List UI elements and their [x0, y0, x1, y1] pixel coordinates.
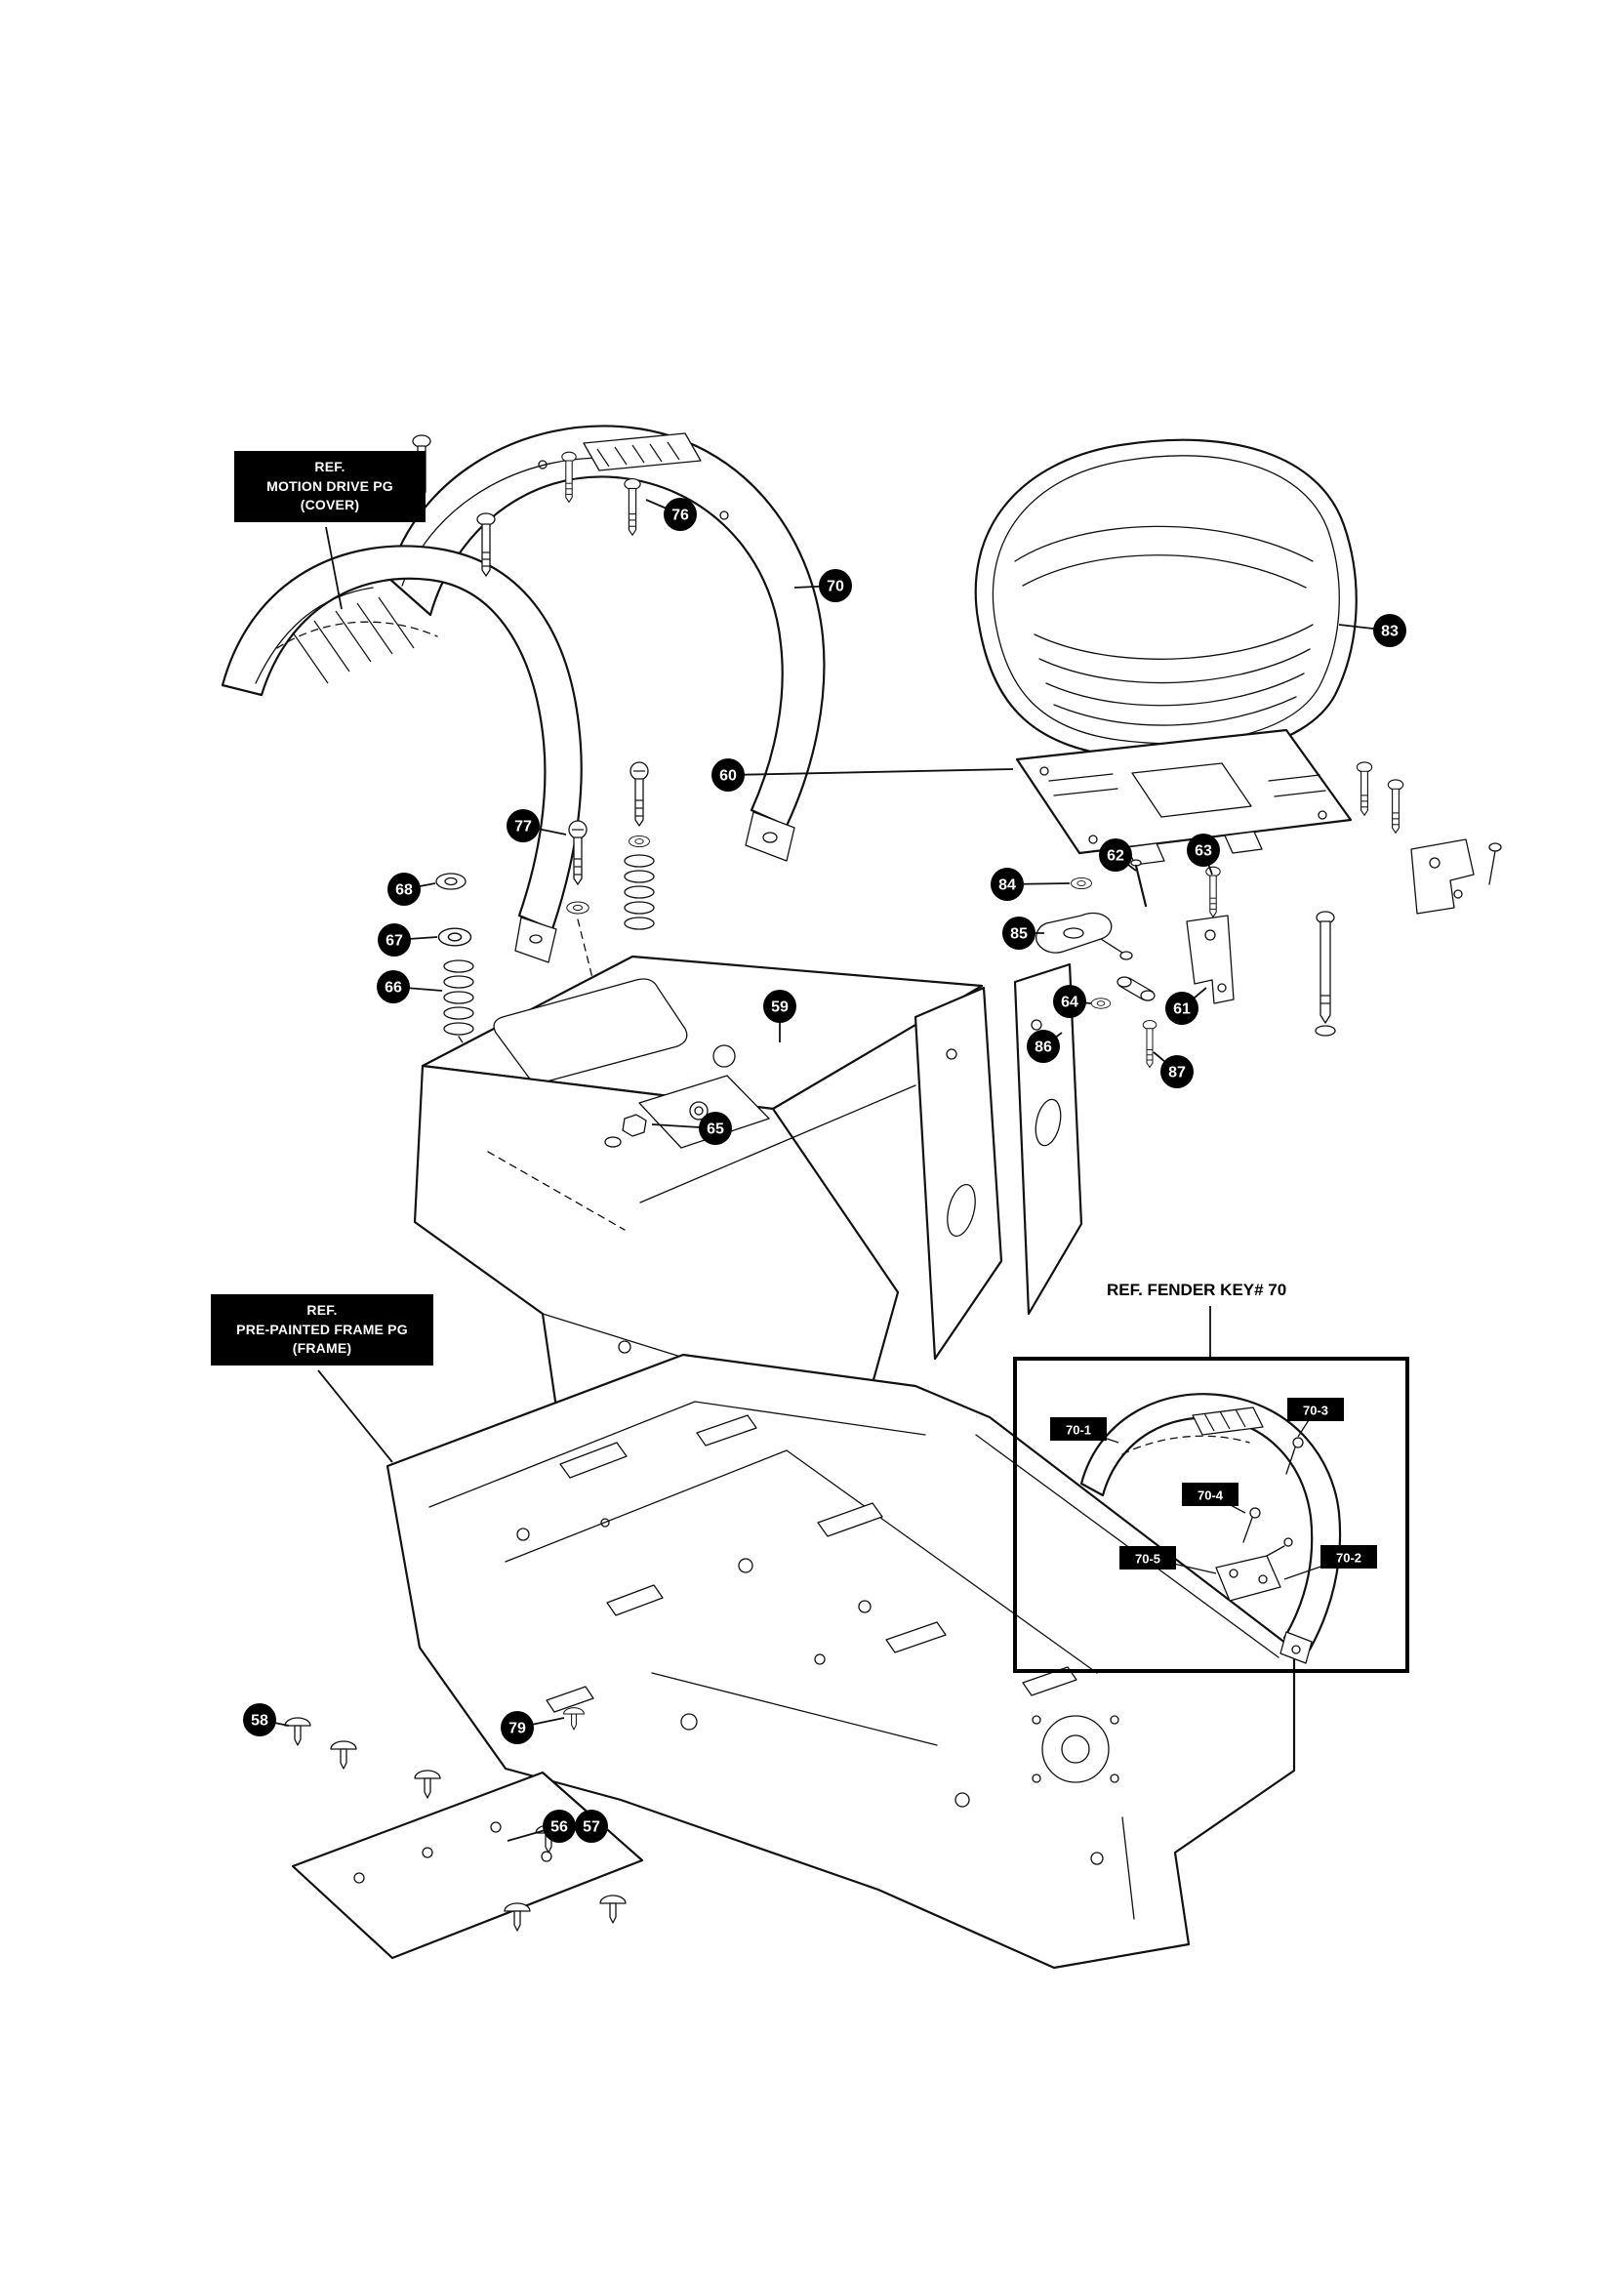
seat — [974, 438, 1358, 760]
callout-70: 70 — [793, 569, 852, 602]
callout-layer: 76 70 83 60 77 62 63 84 68 85 67 66 59 64 61 86 87 65 58 79… — [243, 498, 1406, 1843]
callout-number: 66 — [385, 980, 402, 997]
callout-number: 77 — [514, 819, 532, 836]
callout-number: 83 — [1381, 624, 1399, 640]
seat-mounting-plate — [1015, 728, 1353, 866]
callout-68: 68 — [387, 873, 436, 906]
callout-57: 57 — [575, 1810, 608, 1843]
callout-84: 84 — [991, 868, 1071, 901]
callout-77: 77 — [507, 809, 567, 842]
seat-hardware — [1035, 761, 1502, 1068]
callout-number: 58 — [251, 1713, 268, 1730]
fender-key-title: REF. FENDER KEY# 70 — [1107, 1281, 1287, 1299]
inset-label-number: 70-4 — [1198, 1488, 1224, 1503]
callout-number: 85 — [1010, 926, 1028, 943]
callout-59: 59 — [763, 990, 796, 1042]
inset-label-number: 70-1 — [1066, 1423, 1091, 1438]
callout-63: 63 — [1187, 834, 1220, 876]
callout-number: 56 — [550, 1819, 568, 1836]
callout-83: 83 — [1338, 614, 1406, 647]
ref-label-line: (COVER) — [300, 497, 360, 513]
callout-62: 62 — [1099, 838, 1137, 872]
callout-64: 64 — [1053, 985, 1092, 1018]
callout-56: 56 — [507, 1810, 576, 1843]
callout-86: 86 — [1027, 1030, 1063, 1063]
callout-87: 87 — [1153, 1051, 1194, 1088]
callout-number: 70 — [827, 579, 844, 595]
callout-76: 76 — [645, 498, 697, 531]
callout-number: 86 — [1035, 1040, 1052, 1056]
inset-label-70-2: 70-2 — [1283, 1545, 1377, 1580]
callout-79: 79 — [501, 1711, 565, 1744]
callout-58: 58 — [243, 1703, 290, 1736]
callout-67: 67 — [378, 923, 438, 957]
callout-number: 65 — [707, 1121, 724, 1138]
ref-label-pointers — [317, 526, 1211, 1463]
ref-label-line: MOTION DRIVE PG — [266, 477, 393, 494]
inset-label-70-5: 70-5 — [1119, 1546, 1217, 1574]
callout-66: 66 — [377, 970, 443, 1003]
callout-number: 87 — [1168, 1065, 1186, 1081]
ref-label-line: PRE-PAINTED FRAME PG — [236, 1321, 408, 1337]
callout-85: 85 — [1002, 917, 1044, 950]
ref-label-line: REF. — [306, 1302, 338, 1318]
callout-65: 65 — [651, 1112, 732, 1145]
ref-label-line: (FRAME) — [292, 1340, 352, 1357]
chassis-frame — [386, 1353, 1296, 1970]
inset-label-number: 70-3 — [1303, 1404, 1328, 1418]
callout-number: 61 — [1173, 1001, 1191, 1018]
ref-label-motion-drive-pg: REF. MOTION DRIVE PG (COVER) — [234, 451, 426, 522]
callout-number: 64 — [1061, 995, 1078, 1011]
callout-number: 79 — [508, 1721, 526, 1737]
callout-number: 68 — [395, 882, 413, 899]
ref-label-line: REF. — [314, 459, 345, 474]
callout-number: 57 — [583, 1819, 600, 1836]
fender-key-inset — [1013, 1357, 1409, 1673]
inset-label-70-3: 70-3 — [1287, 1398, 1344, 1438]
inset-label-number: 70-2 — [1336, 1551, 1361, 1566]
callout-number: 63 — [1195, 843, 1212, 860]
rear-fender-cover — [386, 425, 826, 862]
callout-number: 84 — [998, 877, 1016, 894]
callout-60: 60 — [711, 758, 1014, 792]
callout-number: 76 — [671, 508, 689, 524]
inset-label-70-1: 70-1 — [1050, 1417, 1119, 1444]
inset-label-layer: 70-1 70-3 70-4 70-5 70-2 — [1050, 1398, 1377, 1580]
ref-label-pre-painted-frame-pg: REF. PRE-PAINTED FRAME PG (FRAME) — [211, 1294, 433, 1366]
inset-label-70-4: 70-4 — [1182, 1483, 1246, 1514]
inset-label-number: 70-5 — [1135, 1552, 1160, 1567]
callout-number: 62 — [1107, 848, 1124, 865]
callout-number: 67 — [386, 933, 403, 950]
callout-number: 60 — [719, 768, 737, 785]
callout-number: 59 — [771, 999, 789, 1016]
front-fender — [221, 545, 583, 963]
callout-61: 61 — [1165, 987, 1207, 1025]
